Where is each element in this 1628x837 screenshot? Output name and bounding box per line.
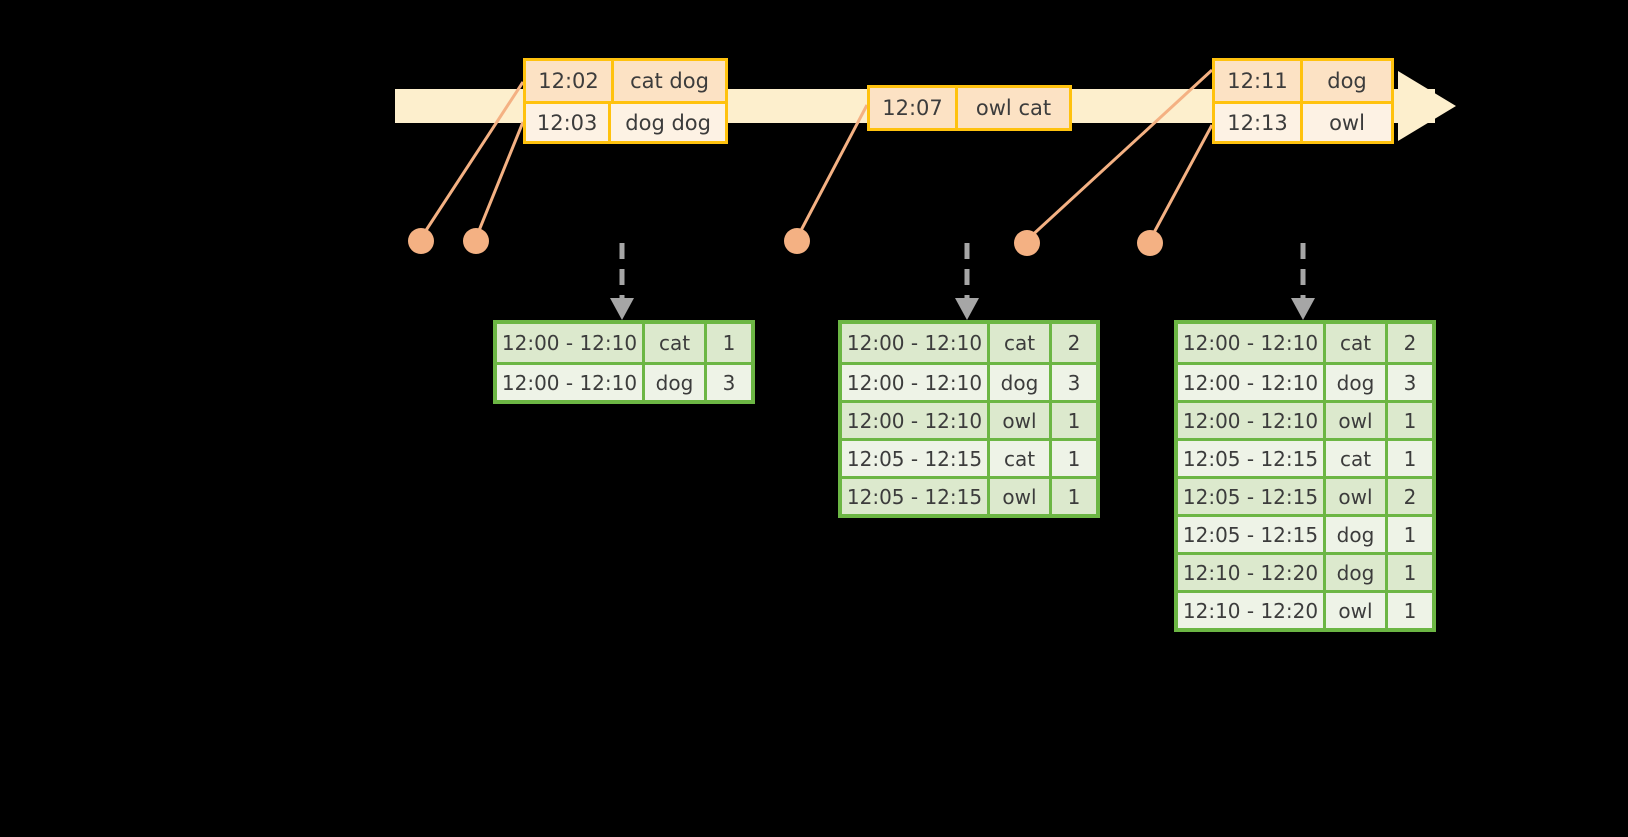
connector-line-3 <box>795 104 869 239</box>
table-row: 12:05 - 12:15 cat 1 <box>842 438 1096 476</box>
event-words: owl cat <box>958 88 1069 128</box>
event-group-3: 12:11 dog 12:13 owl <box>1212 58 1394 144</box>
count-cell: 1 <box>1388 403 1432 438</box>
count-cell: 2 <box>1388 479 1432 514</box>
table-row: 12:05 - 12:15 cat 1 <box>1178 438 1432 476</box>
window-cell: 12:10 - 12:20 <box>1178 593 1326 628</box>
window-cell: 12:00 - 12:10 <box>497 324 645 362</box>
word-cell: cat <box>645 324 707 362</box>
event-time: 12:07 <box>870 88 958 128</box>
count-cell: 1 <box>1388 593 1432 628</box>
word-cell: dog <box>1326 365 1388 400</box>
word-cell: dog <box>1326 517 1388 552</box>
event-words: dog dog <box>611 104 725 141</box>
word-cell: owl <box>1326 479 1388 514</box>
count-cell: 3 <box>1052 365 1096 400</box>
count-cell: 2 <box>1388 324 1432 362</box>
word-cell: cat <box>1326 324 1388 362</box>
trigger-dot-1 <box>408 228 434 254</box>
word-cell: cat <box>1326 441 1388 476</box>
connector-line-2 <box>474 121 525 239</box>
table-row: 12:00 - 12:10 owl 1 <box>842 400 1096 438</box>
table-row: 12:05 - 12:15 dog 1 <box>1178 514 1432 552</box>
window-cell: 12:00 - 12:10 <box>1178 365 1326 400</box>
word-cell: dog <box>1326 555 1388 590</box>
count-cell: 1 <box>1388 441 1432 476</box>
count-cell: 1 <box>1052 479 1096 514</box>
event-words: owl <box>1303 104 1391 141</box>
dashed-arrow-3 <box>1291 243 1315 320</box>
word-cell: owl <box>990 403 1052 438</box>
trigger-dot-3 <box>784 228 810 254</box>
window-cell: 12:05 - 12:15 <box>842 441 990 476</box>
table-row: 12:00 - 12:10 dog 3 <box>1178 362 1432 400</box>
event-words: cat dog <box>614 61 725 101</box>
event-time: 12:02 <box>526 61 614 101</box>
trigger-dot-4 <box>1014 230 1040 256</box>
window-cell: 12:05 - 12:15 <box>1178 479 1326 514</box>
count-cell: 1 <box>1388 555 1432 590</box>
event-words: dog <box>1303 61 1391 101</box>
window-cell: 12:00 - 12:10 <box>497 365 645 400</box>
count-cell: 2 <box>1052 324 1096 362</box>
event-group-1: 12:02 cat dog 12:03 dog dog <box>523 58 728 144</box>
table-row: 12:05 - 12:15 owl 2 <box>1178 476 1432 514</box>
word-cell: dog <box>645 365 707 400</box>
dashed-arrow-1 <box>610 243 634 320</box>
event-time: 12:13 <box>1215 104 1303 141</box>
table-row: 12:00 - 12:10 cat 2 <box>1178 324 1432 362</box>
word-cell: owl <box>1326 593 1388 628</box>
count-cell: 1 <box>707 324 751 362</box>
table-row: 12:10 - 12:20 dog 1 <box>1178 552 1432 590</box>
table-row: 12:00 - 12:10 cat 1 <box>497 324 751 362</box>
window-cell: 12:00 - 12:10 <box>1178 403 1326 438</box>
event-time: 12:03 <box>526 104 612 141</box>
window-cell: 12:05 - 12:15 <box>1178 517 1326 552</box>
result-table-2: 12:00 - 12:10 cat 2 12:00 - 12:10 dog 3 … <box>838 320 1100 518</box>
event-group-2: 12:07 owl cat <box>867 85 1072 131</box>
word-cell: cat <box>990 441 1052 476</box>
event-row: 12:07 owl cat <box>870 88 1069 128</box>
window-cell: 12:05 - 12:15 <box>1178 441 1326 476</box>
count-cell: 1 <box>1388 517 1432 552</box>
window-cell: 12:00 - 12:10 <box>1178 324 1326 362</box>
result-table-1: 12:00 - 12:10 cat 1 12:00 - 12:10 dog 3 <box>493 320 755 404</box>
window-cell: 12:10 - 12:20 <box>1178 555 1326 590</box>
table-row: 12:00 - 12:10 dog 3 <box>842 362 1096 400</box>
count-cell: 1 <box>1052 441 1096 476</box>
table-row: 12:00 - 12:10 owl 1 <box>1178 400 1432 438</box>
event-row: 12:03 dog dog <box>526 101 725 141</box>
connector-line-5 <box>1148 124 1214 241</box>
result-table-3: 12:00 - 12:10 cat 2 12:00 - 12:10 dog 3 … <box>1174 320 1436 632</box>
table-row: 12:00 - 12:10 cat 2 <box>842 324 1096 362</box>
event-time: 12:11 <box>1215 61 1303 101</box>
table-row: 12:10 - 12:20 owl 1 <box>1178 590 1432 628</box>
trigger-dot-5 <box>1137 230 1163 256</box>
table-row: 12:05 - 12:15 owl 1 <box>842 476 1096 514</box>
word-cell: owl <box>1326 403 1388 438</box>
event-row: 12:13 owl <box>1215 101 1391 141</box>
window-cell: 12:05 - 12:15 <box>842 479 990 514</box>
count-cell: 3 <box>1388 365 1432 400</box>
count-cell: 3 <box>707 365 751 400</box>
count-cell: 1 <box>1052 403 1096 438</box>
event-row: 12:11 dog <box>1215 61 1391 101</box>
event-row: 12:02 cat dog <box>526 61 725 101</box>
table-row: 12:00 - 12:10 dog 3 <box>497 362 751 400</box>
dashed-arrow-2 <box>955 243 979 320</box>
trigger-dot-2 <box>463 228 489 254</box>
word-cell: cat <box>990 324 1052 362</box>
window-cell: 12:00 - 12:10 <box>842 324 990 362</box>
word-cell: owl <box>990 479 1052 514</box>
window-cell: 12:00 - 12:10 <box>842 365 990 400</box>
window-cell: 12:00 - 12:10 <box>842 403 990 438</box>
word-cell: dog <box>990 365 1052 400</box>
